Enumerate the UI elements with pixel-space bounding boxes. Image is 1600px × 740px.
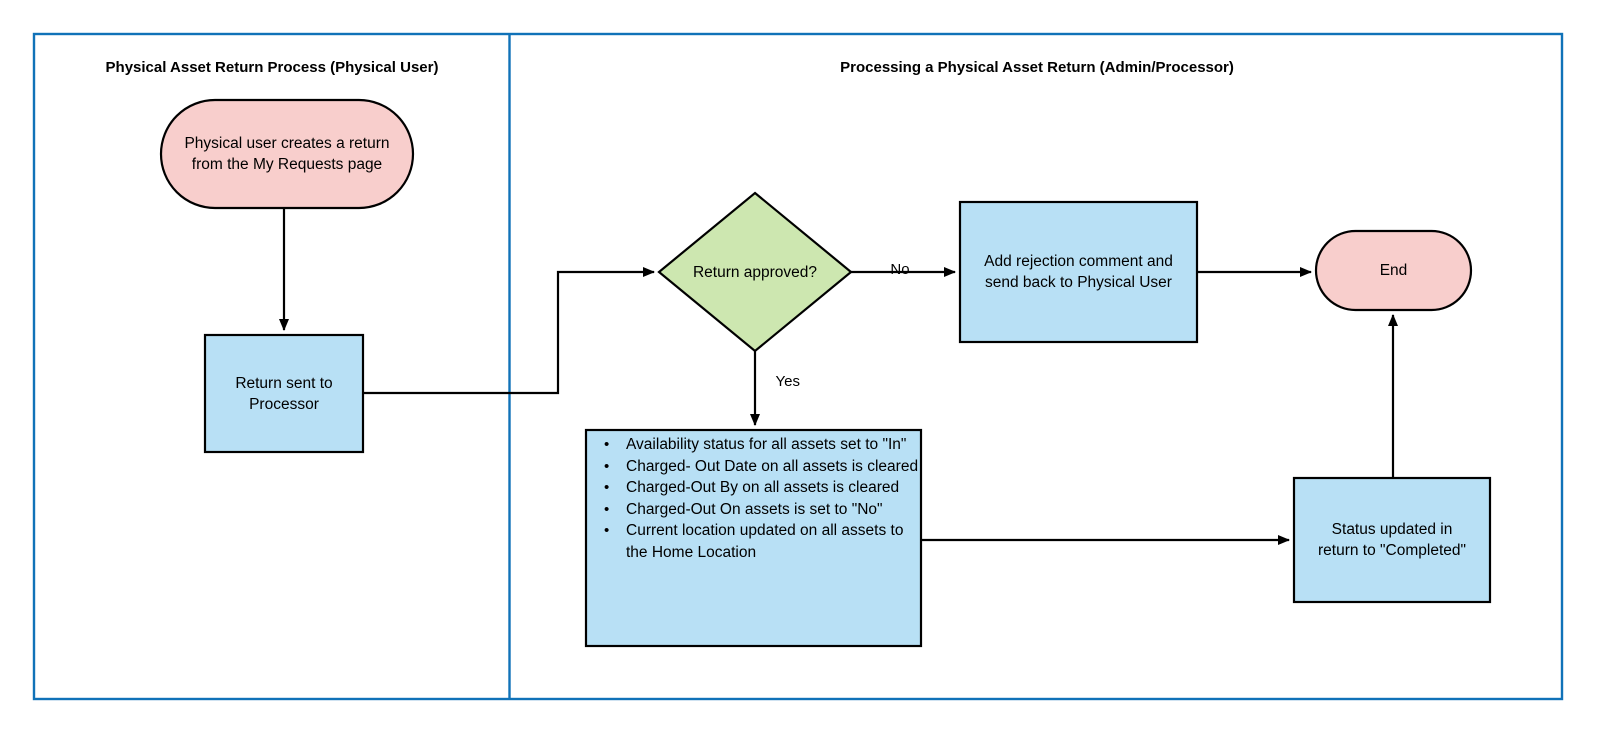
- node-return-sent-shape[interactable]: [203, 333, 365, 454]
- node-status-updated-shape[interactable]: [1292, 476, 1492, 604]
- node-rejection-shape[interactable]: [958, 200, 1199, 344]
- asset-updates-bullet-list: Availability status for all assets set t…: [586, 434, 921, 563]
- edge-label-no: No: [890, 261, 910, 278]
- lane-title-physical-user: Physical Asset Return Process (Physical …: [105, 59, 439, 76]
- edge-return-sent-to-decision: [363, 267, 655, 395]
- list-item: Charged-Out By on all assets is cleared: [604, 477, 921, 499]
- node-end-shape[interactable]: [1314, 229, 1473, 312]
- list-item: Availability status for all assets set t…: [604, 434, 921, 456]
- lane-title-admin-processor: Processing a Physical Asset Return (Admi…: [840, 59, 1234, 76]
- node-start-shape[interactable]: [159, 98, 415, 210]
- list-item: Charged-Out On assets is set to "No": [604, 499, 921, 521]
- edge-label-yes: Yes: [775, 373, 800, 390]
- list-item: Charged- Out Date on all assets is clear…: [604, 456, 921, 478]
- node-asset-updates-bullets: Availability status for all assets set t…: [586, 434, 921, 563]
- list-item: Current location updated on all assets t…: [604, 520, 921, 563]
